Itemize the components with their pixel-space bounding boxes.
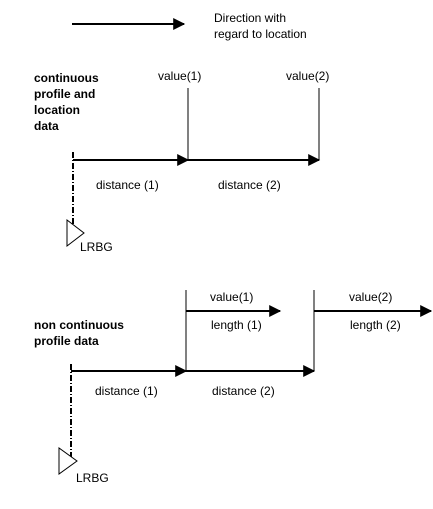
continuous-lrbg-label: LRBG (80, 240, 113, 254)
continuous-distance1-label: distance (1) (96, 178, 159, 192)
continuous-heading-line1: continuous (34, 71, 99, 85)
non-continuous-heading-line1: non continuous (34, 318, 124, 332)
non-continuous-distance2-label: distance (2) (212, 384, 275, 398)
legend-text-line2: regard to location (214, 27, 307, 41)
non-continuous-value2-label: value(2) (349, 290, 392, 304)
non-continuous-lrbg-balise-icon (58, 447, 78, 475)
continuous-heading-line2: profile and (34, 87, 95, 101)
continuous-heading-line3: location (34, 103, 80, 117)
legend: Direction with regard to location (72, 11, 307, 41)
continuous-heading-line4: data (34, 119, 59, 133)
non-continuous-lrbg-label: LRBG (76, 471, 109, 485)
continuous-distance2-label: distance (2) (218, 178, 281, 192)
continuous-lrbg-balise-icon (66, 218, 85, 248)
non-continuous-value1-label: value(1) (210, 290, 253, 304)
legend-text-line1: Direction with (214, 11, 286, 25)
non-continuous-section: non continuous profile data value(1) val… (34, 290, 433, 485)
continuous-value1-label: value(1) (158, 69, 201, 83)
non-continuous-length1-label: length (1) (211, 318, 262, 332)
continuous-section: continuous profile and location data val… (34, 69, 329, 254)
non-continuous-length2-label: length (2) (350, 318, 401, 332)
non-continuous-heading-line2: profile data (34, 334, 99, 348)
continuous-value2-label: value(2) (286, 69, 329, 83)
non-continuous-distance1-label: distance (1) (95, 384, 158, 398)
